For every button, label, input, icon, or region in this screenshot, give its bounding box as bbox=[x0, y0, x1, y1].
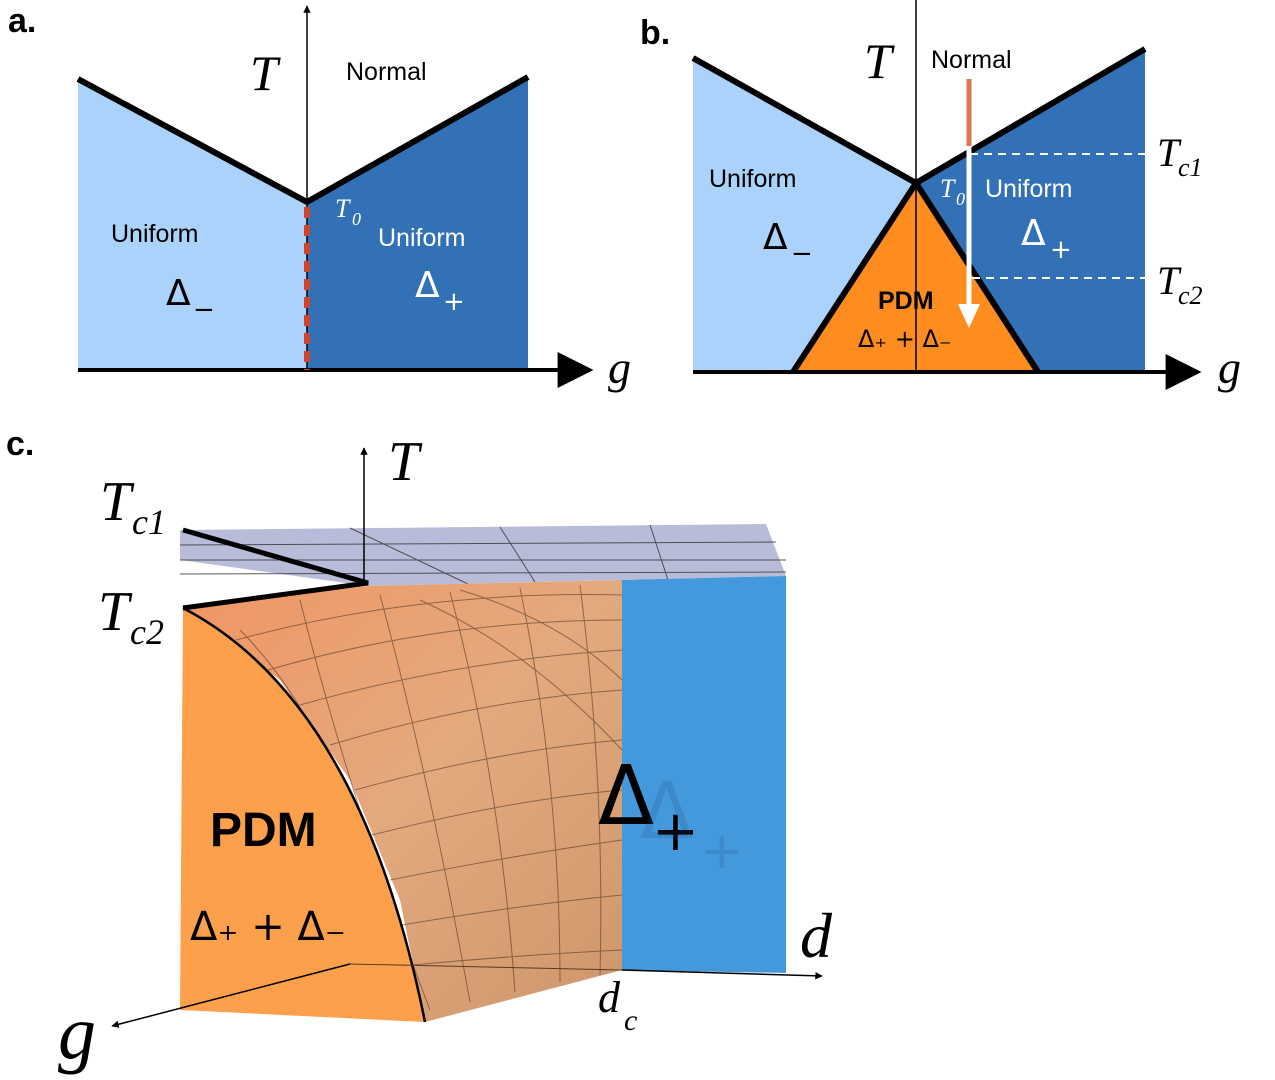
panel-b-pdm-label: PDM bbox=[878, 287, 934, 315]
panel-a-t0-label: T 0 bbox=[335, 194, 361, 229]
panel-b-g-label: g bbox=[1218, 342, 1241, 393]
panel-b-right-region bbox=[916, 49, 1145, 372]
svg-text:0: 0 bbox=[352, 209, 361, 229]
panel-c-tag: c. bbox=[6, 425, 34, 463]
panel-b: b. T Normal Uniform Δ − T 0 Uniform Δ + … bbox=[640, 0, 1241, 393]
svg-text:c: c bbox=[624, 1004, 637, 1037]
svg-text:+: + bbox=[443, 287, 465, 317]
panel-c-tc2-label: T c2 bbox=[98, 581, 164, 652]
svg-text:T: T bbox=[100, 471, 135, 533]
panel-c-delta-plus-shadow: Δ + bbox=[640, 767, 744, 881]
panel-b-left-order: Δ − bbox=[763, 217, 813, 269]
panel-c-pdm-surface bbox=[183, 580, 622, 1022]
panel-b-left-region bbox=[693, 58, 916, 372]
svg-text:Δ: Δ bbox=[640, 767, 693, 857]
panel-c-hidden-edge-2 bbox=[349, 963, 623, 971]
panel-c-pdm-order: Δ₊ + Δ₋ bbox=[190, 904, 346, 950]
panel-c: c. bbox=[6, 425, 833, 1075]
svg-text:−: − bbox=[791, 239, 813, 269]
svg-text:T: T bbox=[1157, 130, 1182, 175]
panel-c-delta-plus-face bbox=[622, 576, 786, 973]
panel-c-g-axis bbox=[111, 963, 351, 1028]
svg-text:Δ: Δ bbox=[166, 273, 191, 314]
panel-b-pdm-boundary bbox=[790, 177, 1041, 374]
panel-b-right-order: Δ + bbox=[1021, 213, 1072, 265]
panel-a-right-uniform-label: Uniform bbox=[378, 224, 466, 252]
svg-text:Δ: Δ bbox=[763, 217, 788, 258]
panel-c-tc-lines bbox=[182, 527, 369, 611]
panel-b-t0-label: T 0 bbox=[940, 174, 965, 209]
svg-text:c2: c2 bbox=[130, 612, 164, 652]
svg-text:c2: c2 bbox=[1178, 281, 1203, 310]
panel-a-left-order: Δ − bbox=[166, 273, 215, 325]
panel-a-left-uniform-label: Uniform bbox=[111, 220, 199, 248]
svg-text:0: 0 bbox=[956, 189, 965, 209]
panel-b-tag: b. bbox=[640, 14, 670, 52]
panel-b-t-label: T bbox=[864, 33, 895, 89]
svg-text:T: T bbox=[940, 174, 956, 203]
svg-text:+: + bbox=[700, 821, 744, 881]
panel-b-cooling-arrowhead bbox=[958, 304, 980, 328]
panel-c-pdm-front-face bbox=[180, 608, 425, 1022]
svg-text:+: + bbox=[1050, 235, 1072, 265]
panel-c-phase-boundary-curve bbox=[182, 606, 427, 1023]
panel-c-d-axis bbox=[621, 969, 823, 980]
svg-text:T: T bbox=[335, 194, 351, 223]
panel-a-transition-line bbox=[76, 74, 530, 206]
panel-a-t-label: T bbox=[250, 45, 281, 101]
panel-a: a. T Normal Uniform Δ − T 0 Uniform Δ + … bbox=[8, 2, 631, 393]
svg-text:c1: c1 bbox=[1178, 153, 1203, 182]
panel-b-tc2-label: T c2 bbox=[1157, 258, 1203, 310]
panel-c-d-label: d bbox=[800, 900, 833, 971]
panel-c-tc1-label: T c1 bbox=[100, 471, 166, 542]
panel-b-tc1-label: T c1 bbox=[1157, 130, 1203, 182]
panel-a-normal-label: Normal bbox=[346, 58, 427, 86]
svg-text:T: T bbox=[98, 581, 133, 643]
svg-text:Δ: Δ bbox=[1021, 213, 1046, 254]
panel-c-pdm-label: PDM bbox=[210, 804, 317, 857]
panel-a-g-label: g bbox=[608, 342, 631, 393]
panel-b-pdm-order: Δ₊ + Δ₋ bbox=[858, 325, 952, 353]
svg-text:+: + bbox=[652, 799, 699, 864]
panel-c-dc-label: d c bbox=[598, 973, 637, 1037]
panel-b-normal-label: Normal bbox=[931, 46, 1012, 74]
panel-c-delta-plus-label: Δ + bbox=[598, 749, 699, 864]
svg-text:T: T bbox=[1157, 258, 1182, 303]
panel-c-top-plane-grid bbox=[179, 524, 787, 585]
panel-c-t-label: T bbox=[388, 431, 423, 493]
panel-b-left-uniform-label: Uniform bbox=[709, 165, 797, 193]
panel-b-right-uniform-label: Uniform bbox=[985, 175, 1073, 203]
svg-text:c1: c1 bbox=[132, 502, 166, 542]
svg-text:Δ: Δ bbox=[598, 749, 654, 844]
panel-a-tag: a. bbox=[8, 2, 36, 40]
svg-text:Δ: Δ bbox=[415, 265, 440, 306]
svg-text:−: − bbox=[193, 295, 215, 325]
panel-a-right-order: Δ + bbox=[415, 265, 465, 317]
svg-text:d: d bbox=[598, 973, 621, 1022]
panel-a-left-region bbox=[78, 79, 307, 370]
panel-c-g-label: g bbox=[58, 991, 96, 1075]
panel-a-right-region bbox=[307, 77, 528, 370]
